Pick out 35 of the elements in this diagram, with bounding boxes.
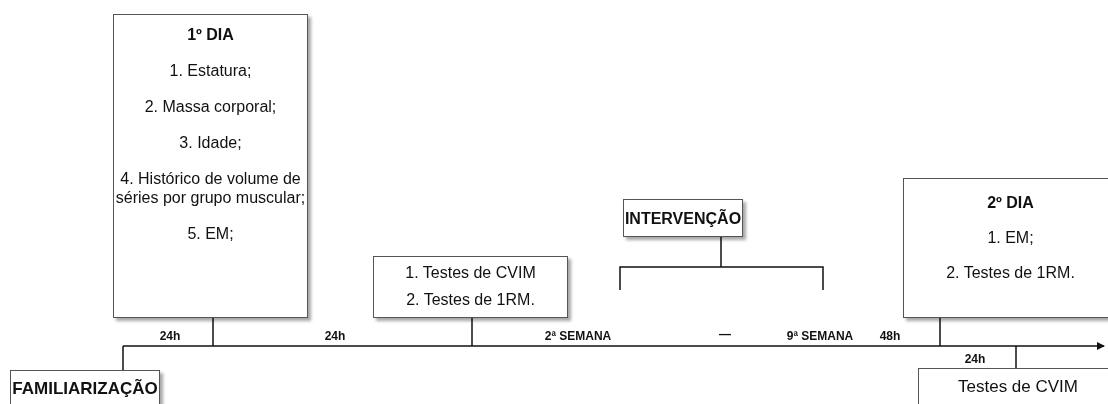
list-item: 1. EM; — [987, 228, 1034, 247]
step-box — [623, 199, 743, 237]
heading: INTERVENÇÃO — [624, 209, 742, 228]
step-box — [918, 368, 1108, 404]
heading: 2º DIA — [987, 193, 1034, 212]
step-box — [903, 178, 1108, 318]
timeline-label: 2ª SEMANA — [544, 329, 612, 343]
connector-line — [212, 317, 214, 347]
connector-line — [1015, 345, 1017, 369]
timeline-label: 24h — [324, 329, 346, 343]
connector-line — [122, 345, 124, 371]
connector-line — [720, 236, 722, 268]
list-item: 4. Histórico de volume de séries por grupo muscular; — [114, 169, 307, 207]
connector-line — [939, 317, 941, 347]
heading: FAMILIARIZAÇÃO — [12, 379, 158, 398]
timeline-arrow — [122, 342, 1105, 350]
heading: 1º DIA — [187, 25, 234, 44]
list-item: 2. Massa corporal; — [144, 97, 277, 116]
timeline-label: 48h — [879, 329, 901, 343]
step-box — [113, 14, 308, 318]
timeline-label: — — [719, 327, 731, 341]
list-item: Testes de CVIM — [958, 377, 1078, 396]
timeline-label: 24h — [964, 352, 986, 366]
list-item: 1. Testes de CVIM — [405, 263, 536, 282]
list-item: 2. Testes de 1RM. — [946, 263, 1075, 282]
list-item: 1. Estatura; — [169, 61, 252, 80]
step-box — [373, 256, 568, 318]
bracket — [619, 266, 824, 291]
list-item: 2. Testes de 1RM. — [406, 290, 535, 309]
timeline-label: 24h — [159, 329, 181, 343]
list-item: 5. EM; — [187, 224, 234, 243]
step-box — [10, 370, 160, 404]
list-item: 3. Idade; — [179, 133, 242, 152]
connector-line — [471, 317, 473, 347]
timeline-label: 9ª SEMANA — [786, 329, 854, 343]
